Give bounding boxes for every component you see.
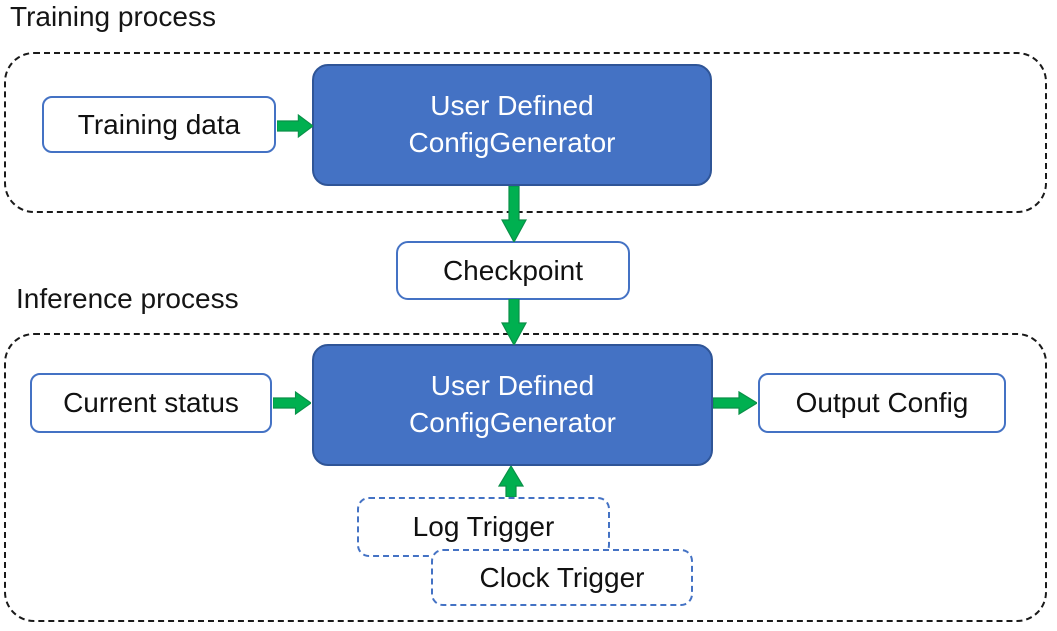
training-data-label: Training data <box>77 108 241 140</box>
training-config-generator-box: User Defined ConfigGenerator <box>312 64 712 186</box>
training-process-container <box>4 52 1047 213</box>
connector-arrow-triggers-to-generator <box>498 466 524 497</box>
connector-arrow-generator-to-checkpoint <box>501 186 527 242</box>
connector-arrow-generator-to-output-config <box>713 389 757 417</box>
connector-arrow-current-status-to-generator <box>273 389 311 417</box>
output-config-label: Output Config <box>795 387 969 418</box>
connector-arrow-training-data-to-generator <box>277 112 313 140</box>
inference-config-generator-box: User Defined ConfigGenerator <box>312 344 713 466</box>
inference-process-title: Inference process <box>16 283 239 314</box>
training-data-box: Training data <box>42 96 276 153</box>
log-trigger-box: Log Trigger <box>357 497 610 557</box>
checkpoint-label: Checkpoint <box>442 254 584 286</box>
output-config-box: Output Config <box>758 373 1006 433</box>
inference-config-generator-line2: ConfigGenerator <box>408 407 616 438</box>
current-status-label: Current status <box>63 387 239 418</box>
clock-trigger-box: Clock Trigger <box>431 549 693 606</box>
current-status-box: Current status <box>30 373 272 433</box>
log-trigger-label: Log Trigger <box>412 511 555 542</box>
checkpoint-box: Checkpoint <box>396 241 630 300</box>
training-config-generator-line1: User Defined <box>430 90 594 122</box>
inference-process-container <box>4 333 1047 622</box>
training-config-generator-line2: ConfigGenerator <box>408 127 616 158</box>
inference-config-generator-line1: User Defined <box>430 370 595 402</box>
training-process-title: Training process <box>10 1 216 32</box>
connector-arrow-checkpoint-to-inference-generator <box>501 299 527 345</box>
clock-trigger-label: Clock Trigger <box>479 561 645 593</box>
